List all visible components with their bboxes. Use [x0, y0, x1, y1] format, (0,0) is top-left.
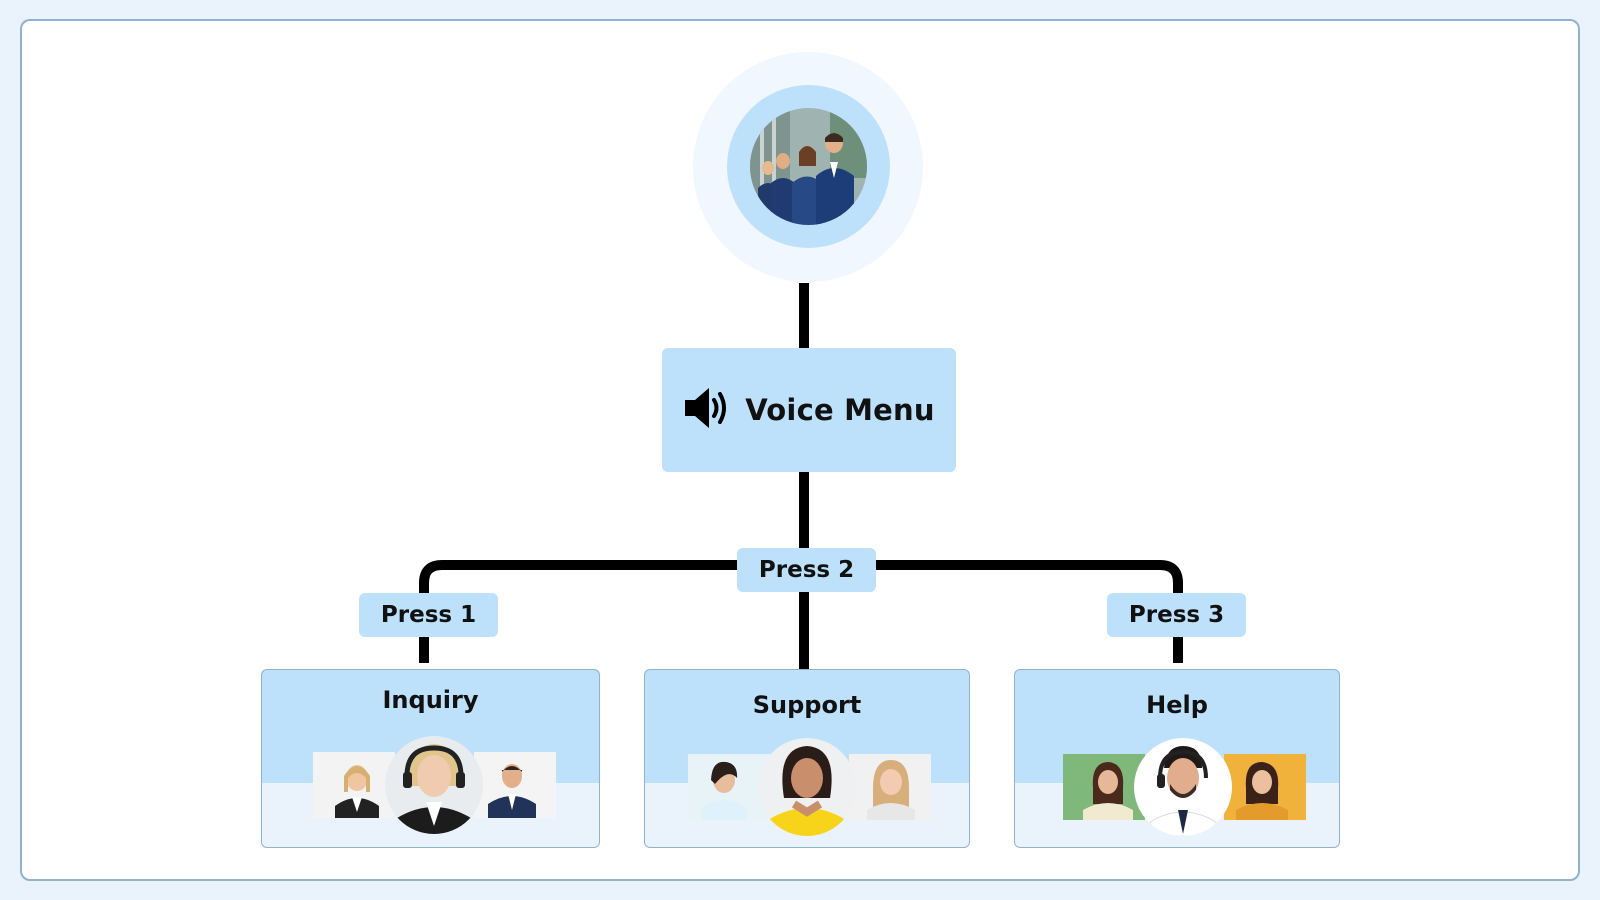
inquiry-agents-strip: [313, 752, 556, 818]
speaker-icon: [683, 386, 733, 434]
press-2-label: Press 2: [737, 548, 876, 592]
agent-photo: [313, 752, 395, 818]
help-agents-strip: [1063, 754, 1306, 820]
help-title: Help: [1146, 691, 1208, 719]
voice-menu-box: Voice Menu: [662, 348, 956, 472]
agent-photo-featured: [1134, 738, 1232, 836]
support-card: Support: [644, 669, 970, 848]
agent-photo: [474, 752, 556, 818]
press-1-label: Press 1: [359, 593, 498, 637]
inquiry-title: Inquiry: [382, 686, 479, 714]
agent-photo: [1063, 754, 1145, 820]
press-3-label: Press 3: [1107, 593, 1246, 637]
inquiry-card: Inquiry: [261, 669, 600, 848]
agent-photo: [849, 754, 931, 820]
support-title: Support: [752, 691, 862, 719]
agent-photo: [688, 754, 770, 820]
agent-photo: [1224, 754, 1306, 820]
agent-photo-featured: [758, 738, 856, 836]
team-photo: [750, 108, 867, 225]
help-card: Help: [1014, 669, 1340, 848]
agent-photo-featured: [385, 736, 483, 834]
support-agents-strip: [688, 754, 931, 820]
voice-menu-title: Voice Menu: [745, 393, 935, 427]
